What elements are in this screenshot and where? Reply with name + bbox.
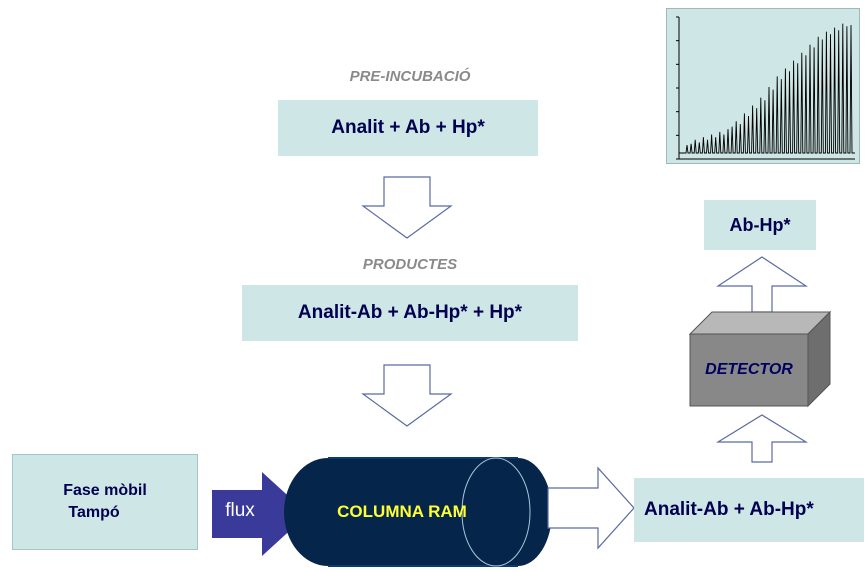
detector-block [688,310,832,408]
up-arrow-2 [715,414,809,463]
products-box: Analit-Ab + Ab-Hp* + Hp* [242,285,578,341]
up-arrow-1 [715,256,809,313]
chromatogram-axes [678,17,855,160]
pre-incubation-box: Analit + Ab + Hp* [278,100,538,156]
flux-arrow [212,472,308,556]
detector-label: DETECTOR [705,361,793,378]
mobile-phase-box: Fase mòbil Tampó [12,454,198,550]
down-arrow-2 [361,364,453,427]
column-output-box: Analit-Ab + Ab-Hp* [634,478,864,542]
down-arrow-1 [361,176,453,239]
pre-incubation-label: PRE-INCUBACIÓ [349,68,471,85]
chromatogram-trace [679,23,855,154]
products-label: PRODUCTES [362,256,458,273]
mobile-phase-line2: Tampó [68,504,120,521]
chromatogram-plot [676,16,855,160]
column-label: COLUMNA RAM [337,502,467,521]
flux-label: flux [225,500,255,521]
detected-product-box: Ab-Hp* [704,200,816,250]
right-arrow [547,466,635,550]
column-cylinder [284,457,552,567]
mobile-phase-line1: Fase mòbil [63,482,147,499]
chromatogram-panel [666,8,860,164]
